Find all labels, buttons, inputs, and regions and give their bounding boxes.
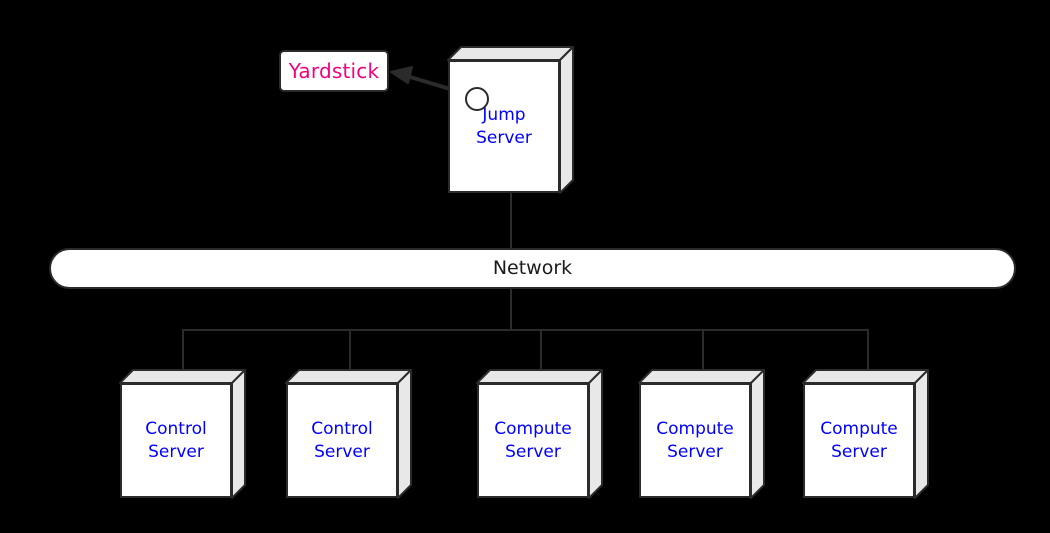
jump-server-label: Jump Server <box>476 105 532 148</box>
connector-drop-lines <box>182 329 869 372</box>
yardstick-label-box[interactable]: Yardstick <box>279 50 389 92</box>
jump-server-port-icon[interactable] <box>465 87 489 111</box>
server-5-side-face <box>914 369 929 499</box>
network-bus-bar[interactable]: Network <box>49 248 1016 289</box>
network-label: Network <box>492 257 573 279</box>
server-3-side-face <box>588 369 603 499</box>
node-jump-server[interactable]: Jump Server <box>446 45 575 195</box>
yardstick-label: Yardstick <box>288 59 380 83</box>
jump-server-side-face <box>559 46 574 194</box>
server-1-side-face <box>231 369 246 499</box>
server-4-side-face <box>750 369 765 499</box>
jump-server-front-face: Jump Server <box>448 60 560 193</box>
server-2-side-face <box>397 369 412 499</box>
